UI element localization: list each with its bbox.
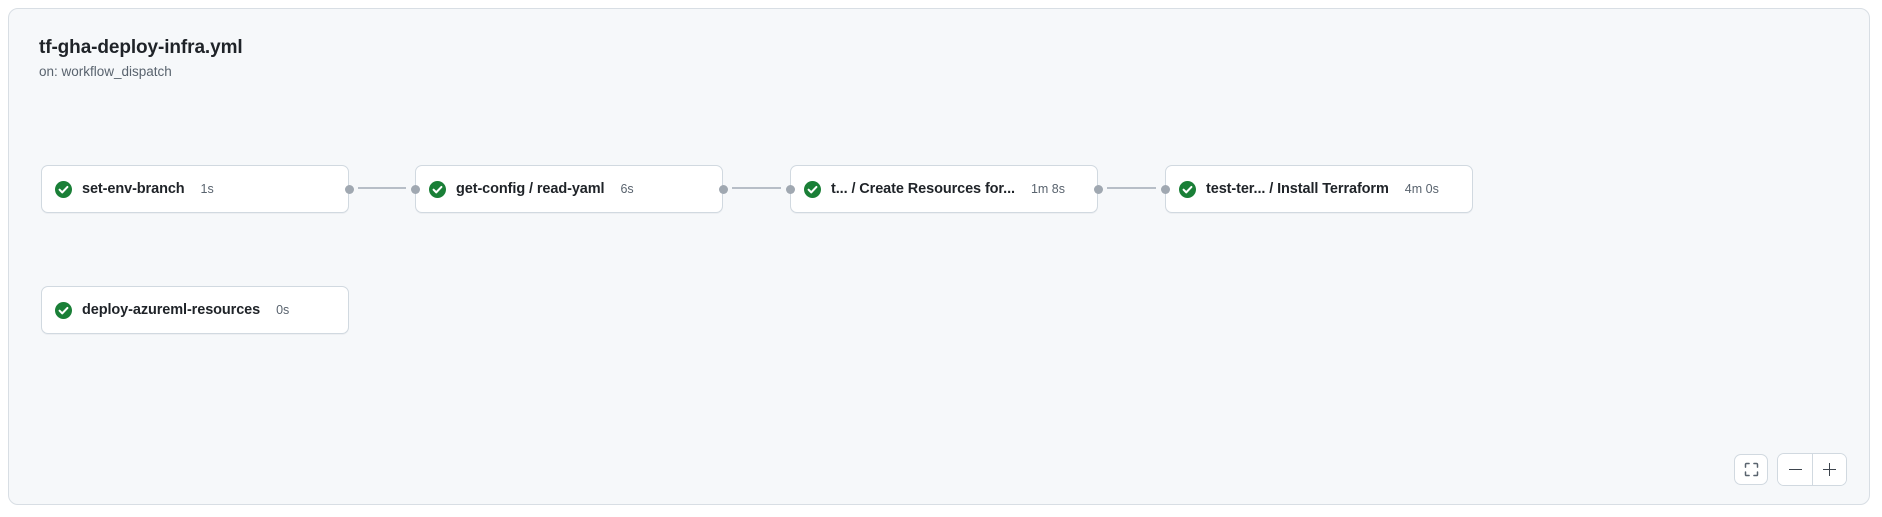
- plus-icon: [1823, 463, 1836, 476]
- job-node-duration: 1s: [200, 182, 214, 196]
- job-node-duration: 4m 0s: [1404, 182, 1439, 196]
- job-node-label: test-ter... / Install Terraform: [1206, 181, 1389, 197]
- node-input-handle[interactable]: [785, 184, 795, 194]
- zoom-control-group: [1777, 453, 1847, 486]
- check-circle-icon: [55, 180, 72, 198]
- job-node-label: set-env-branch: [82, 181, 185, 197]
- job-node-duration: 1m 8s: [1030, 182, 1066, 196]
- workflow-edge: [1107, 187, 1156, 189]
- node-output-handle[interactable]: [344, 184, 354, 194]
- check-circle-icon: [1179, 180, 1196, 198]
- zoom-out-button[interactable]: [1778, 454, 1812, 485]
- minus-icon: [1788, 468, 1802, 471]
- workflow-trigger-subtitle: on: workflow_dispatch: [39, 64, 172, 79]
- node-output-handle[interactable]: [718, 184, 728, 194]
- workflow-graph-panel: tf-gha-deploy-infra.yml on: workflow_dis…: [8, 8, 1870, 505]
- workflow-job-node[interactable]: t... / Create Resources for... 1m 8s: [790, 165, 1098, 213]
- check-circle-icon: [804, 180, 821, 198]
- workflow-job-node[interactable]: test-ter... / Install Terraform 4m 0s: [1165, 165, 1473, 213]
- workflow-job-node[interactable]: get-config / read-yaml 6s: [415, 165, 723, 213]
- job-node-label: deploy-azureml-resources: [82, 302, 261, 318]
- fit-view-button[interactable]: [1734, 454, 1768, 485]
- job-node-label: t... / Create Resources for...: [831, 181, 1015, 197]
- check-circle-icon: [429, 180, 446, 198]
- node-output-handle[interactable]: [1093, 184, 1103, 194]
- job-node-duration: 6s: [620, 182, 634, 196]
- workflow-canvas: set-env-branch 1s get-config / read-yaml 6s…: [9, 9, 1869, 504]
- job-node-duration: 0s: [276, 303, 290, 317]
- page-title: tf-gha-deploy-infra.yml: [39, 37, 243, 58]
- node-input-handle[interactable]: [1160, 184, 1170, 194]
- zoom-in-button[interactable]: [1812, 454, 1846, 485]
- workflow-job-node[interactable]: set-env-branch 1s: [41, 165, 349, 213]
- job-node-label: get-config / read-yaml: [456, 181, 605, 197]
- workflow-job-node[interactable]: deploy-azureml-resources 0s: [41, 286, 349, 334]
- workflow-edge: [732, 187, 781, 189]
- check-circle-icon: [55, 301, 72, 319]
- workflow-header: tf-gha-deploy-infra.yml on: workflow_dis…: [39, 35, 243, 82]
- workflow-edge: [358, 187, 406, 189]
- graph-controls: [1734, 453, 1847, 486]
- fullscreen-icon: [1744, 462, 1758, 477]
- node-input-handle[interactable]: [410, 184, 420, 194]
